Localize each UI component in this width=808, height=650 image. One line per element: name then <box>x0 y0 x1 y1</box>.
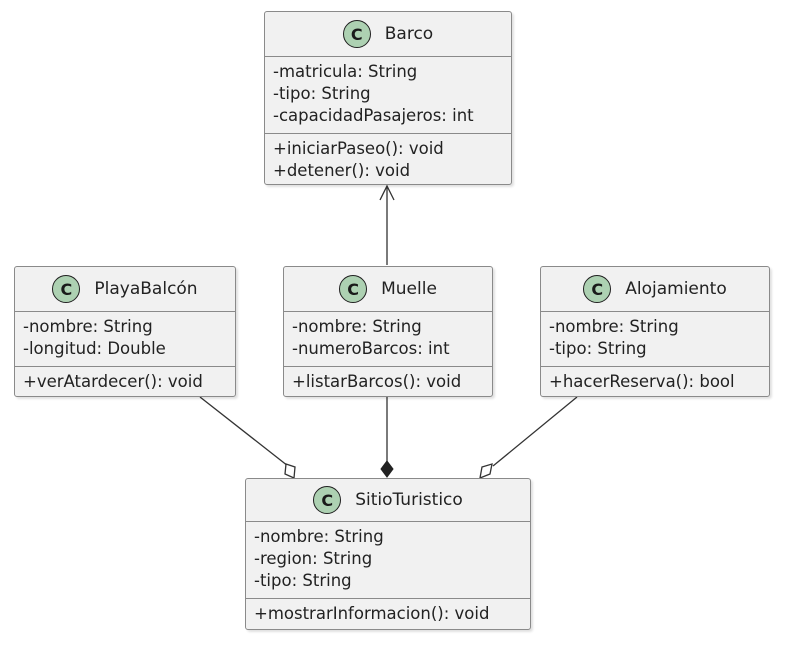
arrowhead-barco <box>379 184 395 201</box>
class-playabalcon[interactable]: C PlayaBalcón -nombre: String -longitud:… <box>14 266 236 397</box>
method: +verAtardecer(): void <box>23 372 203 391</box>
class-header: C Muelle <box>284 267 492 312</box>
method: +listarBarcos(): void <box>292 372 462 391</box>
attributes-section: -nombre: String -numeroBarcos: int <box>284 312 492 366</box>
attribute: -tipo: String <box>254 571 352 590</box>
class-stereotype-icon: C <box>313 486 342 514</box>
class-name: SitioTuristico <box>355 490 463 510</box>
method: +detener(): void <box>273 161 411 180</box>
attribute: -matricula: String <box>273 62 418 81</box>
attribute: -longitud: Double <box>23 339 166 358</box>
aggregation-diamond-alojamiento <box>479 463 493 480</box>
class-stereotype-icon: C <box>583 275 612 303</box>
aggregation-diamond-playa <box>284 463 296 479</box>
method: +iniciarPaseo(): void <box>273 139 444 158</box>
class-barco[interactable]: C Barco -matricula: String -tipo: String… <box>264 11 512 185</box>
attribute: -nombre: String <box>254 527 384 546</box>
attributes-section: -matricula: String -tipo: String -capaci… <box>265 57 511 133</box>
class-name: Muelle <box>381 279 437 299</box>
methods-section: +verAtardecer(): void <box>15 366 235 399</box>
class-muelle[interactable]: C Muelle -nombre: String -numeroBarcos: … <box>283 266 493 397</box>
methods-section: +iniciarPaseo(): void +detener(): void <box>265 133 511 188</box>
class-sitioturistico[interactable]: C SitioTuristico -nombre: String -region… <box>245 478 531 630</box>
class-header: C Alojamiento <box>541 267 769 312</box>
class-stereotype-icon: C <box>342 20 371 48</box>
edge-playa-sitio <box>199 396 289 467</box>
methods-section: +listarBarcos(): void <box>284 366 492 399</box>
class-name: Barco <box>384 24 434 44</box>
class-stereotype-icon: C <box>339 275 368 303</box>
attribute: -nombre: String <box>23 317 153 336</box>
class-name: Alojamiento <box>625 279 727 299</box>
class-header: C PlayaBalcón <box>15 267 235 312</box>
attribute: -tipo: String <box>549 339 647 358</box>
attribute: -capacidadPasajeros: int <box>273 106 474 125</box>
class-stereotype-icon: C <box>52 275 81 303</box>
edge-alojamiento-sitio <box>492 396 578 467</box>
class-header: C SitioTuristico <box>246 479 530 522</box>
attribute: -nombre: String <box>549 317 679 336</box>
composition-diamond-muelle <box>380 460 394 478</box>
attribute: -nombre: String <box>292 317 422 336</box>
methods-section: +mostrarInformacion(): void <box>246 598 530 631</box>
attributes-section: -nombre: String -region: String -tipo: S… <box>246 522 530 598</box>
attribute: -region: String <box>254 549 373 568</box>
method: +mostrarInformacion(): void <box>254 604 490 623</box>
class-alojamiento[interactable]: C Alojamiento -nombre: String -tipo: Str… <box>540 266 770 397</box>
attribute: -tipo: String <box>273 84 371 103</box>
class-name: PlayaBalcón <box>94 279 198 299</box>
attributes-section: -nombre: String -tipo: String <box>541 312 769 366</box>
method: +hacerReserva(): bool <box>549 372 735 391</box>
attributes-section: -nombre: String -longitud: Double <box>15 312 235 366</box>
attribute: -numeroBarcos: int <box>292 339 450 358</box>
methods-section: +hacerReserva(): bool <box>541 366 769 399</box>
class-header: C Barco <box>265 12 511 57</box>
